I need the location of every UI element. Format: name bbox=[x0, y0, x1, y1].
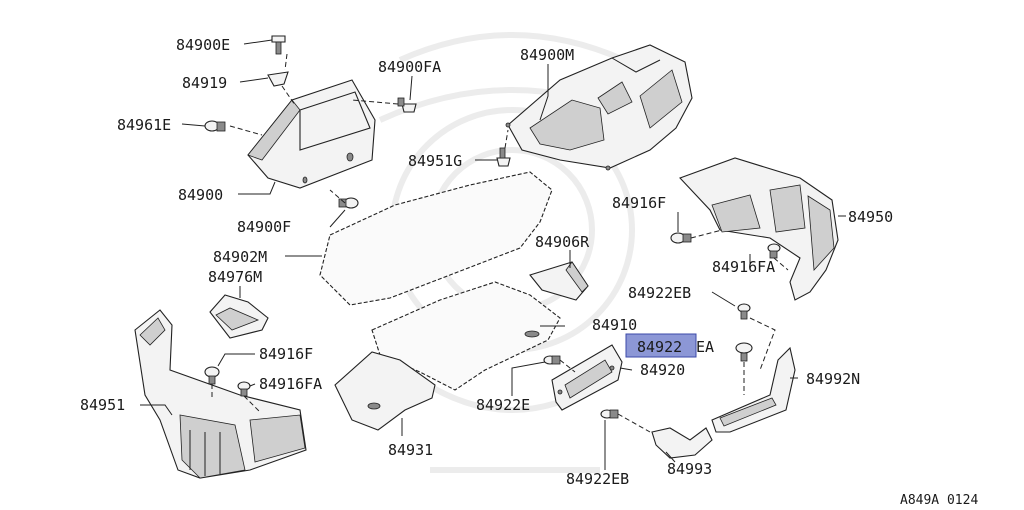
part-84922E-clip[interactable] bbox=[543, 355, 561, 365]
label-84922EB-top[interactable]: 84922EB bbox=[628, 284, 691, 302]
label-84961E[interactable]: 84961E bbox=[117, 116, 171, 134]
label-84916FA-left[interactable]: 84916FA bbox=[259, 375, 322, 393]
label-84950[interactable]: 84950 bbox=[848, 208, 893, 226]
label-84992N[interactable]: 84992N bbox=[806, 370, 860, 388]
part-84976M-bracket[interactable] bbox=[209, 294, 269, 339]
label-84900FA[interactable]: 84900FA bbox=[378, 58, 441, 76]
label-84916FA-right[interactable]: 84916FA bbox=[712, 258, 775, 276]
label-84951G[interactable]: 84951G bbox=[408, 152, 462, 170]
label-84993[interactable]: 84993 bbox=[667, 460, 712, 478]
part-84900-side-trim[interactable] bbox=[247, 79, 376, 189]
reference-code: A849A 0124 bbox=[900, 493, 978, 508]
part-84993-bracket[interactable] bbox=[651, 427, 713, 459]
label-84922-highlighted[interactable]: 84922 bbox=[637, 338, 682, 356]
part-84920-striker-cover[interactable] bbox=[551, 344, 623, 411]
label-84976M[interactable]: 84976M bbox=[208, 268, 262, 286]
part-84961E-clip[interactable] bbox=[204, 120, 226, 132]
part-84931-mat[interactable] bbox=[334, 351, 436, 431]
part-84902M-floor-mat[interactable] bbox=[319, 171, 553, 306]
label-84922EA-suffix: EA bbox=[696, 338, 714, 356]
label-84900[interactable]: 84900 bbox=[178, 186, 223, 204]
leader-lines bbox=[140, 39, 846, 470]
part-84922EB-lower-clip[interactable] bbox=[600, 409, 619, 419]
part-84922EB-upper-clip[interactable] bbox=[737, 303, 751, 320]
part-84900FA-screw[interactable] bbox=[397, 97, 417, 113]
label-84900F[interactable]: 84900F bbox=[237, 218, 291, 236]
part-84900F-clip[interactable] bbox=[338, 197, 359, 209]
part-84916F-left-clip[interactable] bbox=[204, 366, 220, 385]
label-84922E[interactable]: 84922E bbox=[476, 396, 530, 414]
callout-labels: 84900E 84919 84900FA 84961E 84900 84900F… bbox=[80, 36, 978, 508]
label-84916F-left[interactable]: 84916F bbox=[259, 345, 313, 363]
label-84906R[interactable]: 84906R bbox=[535, 233, 590, 251]
label-84916F-right[interactable]: 84916F bbox=[612, 194, 666, 212]
part-84916FA-right-clip[interactable] bbox=[767, 243, 781, 259]
part-84922EA-clip[interactable] bbox=[735, 342, 753, 362]
label-84900E[interactable]: 84900E bbox=[176, 36, 230, 54]
part-84900M-rear-board[interactable] bbox=[505, 44, 693, 171]
part-84951-side-finisher[interactable] bbox=[134, 309, 307, 479]
part-84992N-trim-strip[interactable] bbox=[711, 346, 796, 433]
part-84951G-clip[interactable] bbox=[496, 147, 511, 167]
label-84931[interactable]: 84931 bbox=[388, 441, 433, 459]
label-84902M[interactable]: 84902M bbox=[213, 248, 267, 266]
label-84922EB-bottom[interactable]: 84922EB bbox=[566, 470, 629, 488]
part-84919-clip[interactable] bbox=[267, 71, 289, 87]
label-84910[interactable]: 84910 bbox=[592, 316, 637, 334]
part-84916FA-left-clip[interactable] bbox=[237, 381, 251, 397]
label-84900M[interactable]: 84900M bbox=[520, 46, 574, 64]
label-84951[interactable]: 84951 bbox=[80, 396, 125, 414]
highlight-box bbox=[625, 333, 697, 358]
part-84950-side-finisher[interactable] bbox=[679, 157, 839, 301]
part-84900E-clip[interactable] bbox=[271, 35, 286, 55]
label-84919[interactable]: 84919 bbox=[182, 74, 227, 92]
part-84906R-pad[interactable] bbox=[529, 261, 589, 301]
label-84920[interactable]: 84920 bbox=[640, 361, 685, 379]
part-84916F-right-clip[interactable] bbox=[670, 232, 692, 244]
